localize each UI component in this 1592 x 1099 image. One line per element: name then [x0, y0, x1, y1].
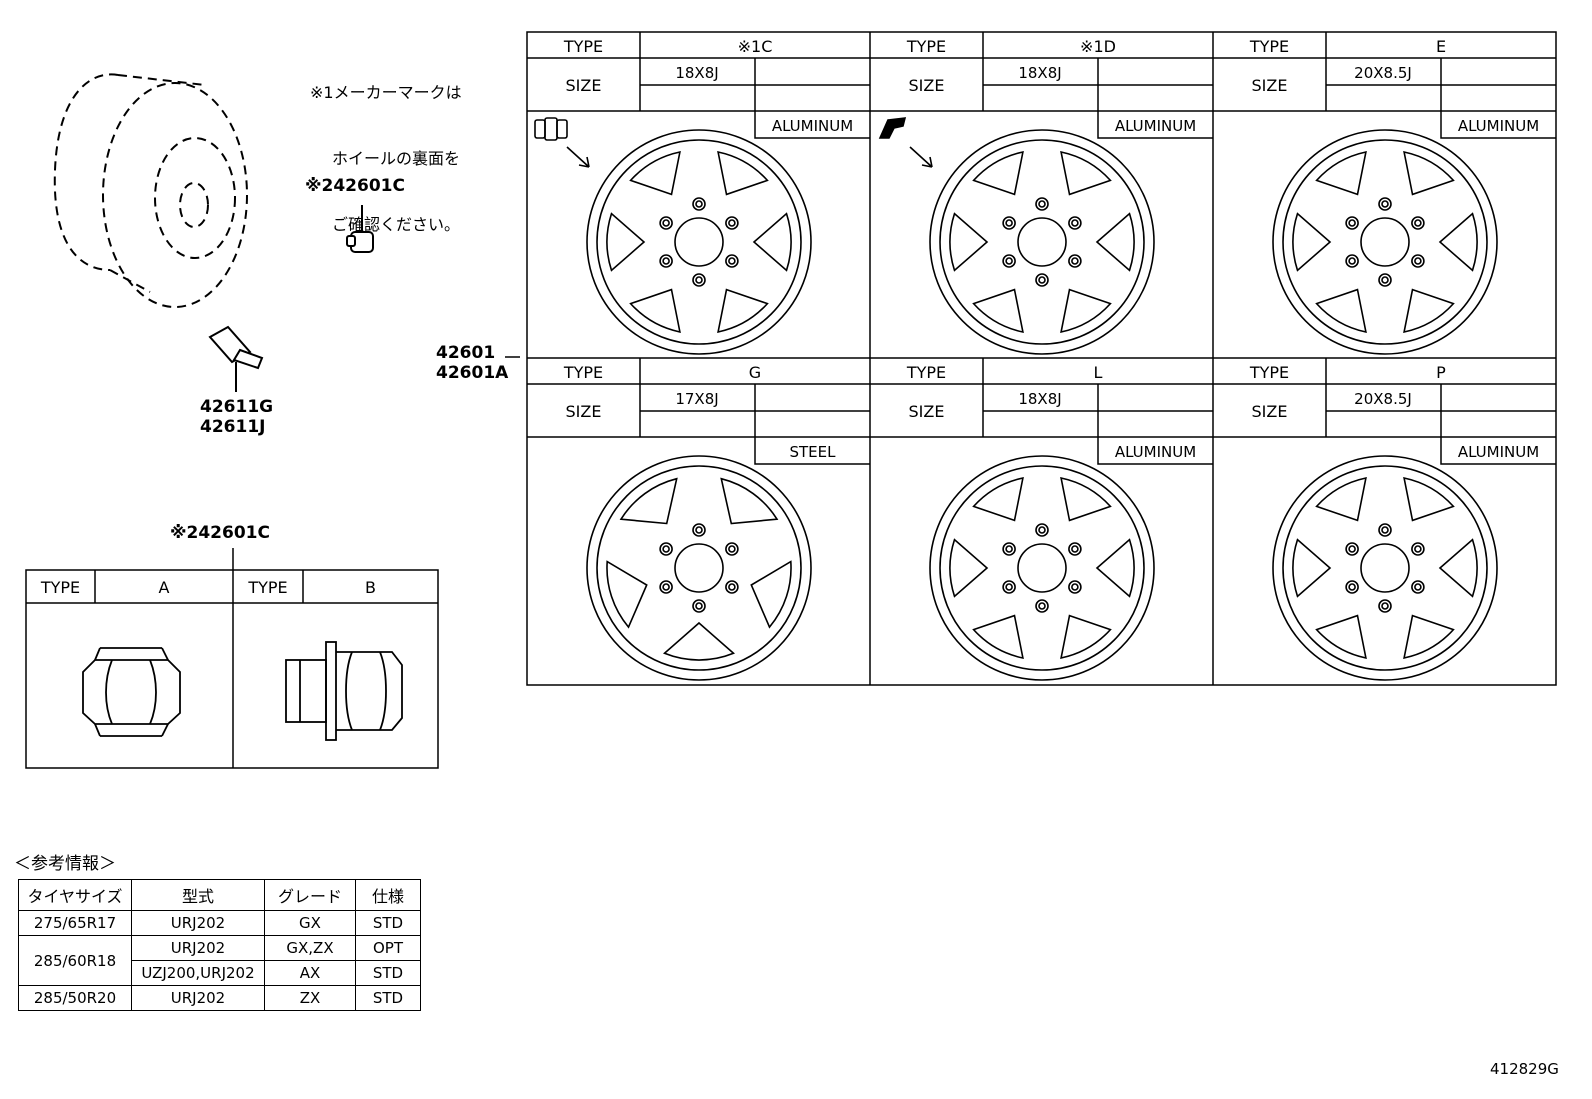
nut-type-label-b: TYPE	[248, 578, 288, 597]
nut-section-title: ※242601C	[170, 523, 270, 543]
material-value: ALUMINUM	[772, 117, 853, 135]
note-line: ※1メーカーマークは	[310, 83, 462, 102]
type-value: L	[1094, 363, 1103, 382]
wheel-table: TYPE ※1C SIZE 18X8J ALUMINUM TYPE ※1D SIZE 18X8J…	[526, 31, 1557, 686]
model-cell: URJ202	[131, 910, 265, 936]
size-label: SIZE	[1252, 402, 1288, 421]
size-label: SIZE	[909, 402, 945, 421]
nut-type-value-a: A	[158, 578, 170, 597]
lug-nut-icon	[346, 205, 374, 253]
spec-cell: OPT	[355, 935, 421, 961]
header-model: 型式	[131, 879, 265, 911]
spec-cell: STD	[355, 910, 421, 936]
type-value: G	[749, 363, 761, 382]
grade-cell: GX	[264, 910, 356, 936]
material-value: STEEL	[790, 443, 837, 461]
grade-cell: GX,ZX	[264, 935, 356, 961]
model-cell: UZJ200,URJ202	[131, 960, 265, 986]
size-value: 17X8J	[675, 390, 718, 408]
type-value: P	[1436, 363, 1446, 382]
note-line: ご確認ください。	[332, 215, 461, 234]
type-label: TYPE	[563, 37, 603, 56]
maker-mark-1d-icon	[878, 117, 907, 139]
wheel-icon	[1272, 129, 1498, 355]
nut-type-label-a: TYPE	[40, 578, 81, 597]
tire-size-cell: 275/65R17	[18, 910, 132, 936]
size-value: 18X8J	[1018, 64, 1061, 82]
table-row: UZJ200,URJ202 AX STD	[19, 960, 421, 986]
size-label: SIZE	[909, 76, 945, 95]
size-value: 20X8.5J	[1354, 390, 1412, 408]
type-value: E	[1436, 37, 1446, 56]
part-number-valve-1: 42611G	[200, 397, 274, 417]
reference-table: タイヤサイズ 型式 グレード 仕様 275/65R17 URJ202 GX ST…	[18, 879, 421, 1011]
type-value: ※1C	[738, 37, 773, 56]
nut-type-table	[25, 548, 439, 769]
grade-cell: AX	[264, 960, 356, 986]
type-label: TYPE	[563, 363, 603, 382]
wheel-icon	[909, 129, 1155, 355]
tire-size-cell: 285/60R18	[18, 935, 132, 986]
part-number-nut: ※242601C	[305, 176, 405, 196]
tire-size-cell: 285/50R20	[18, 985, 132, 1011]
diagram-id: 412829G	[1490, 1060, 1559, 1078]
size-label: SIZE	[1252, 76, 1288, 95]
wheel-icon	[566, 129, 812, 355]
size-label: SIZE	[566, 76, 602, 95]
wheel-icon	[929, 455, 1155, 681]
material-box-line	[1440, 111, 1556, 139]
maker-mark-note: ※1メーカーマークは ホイールの裏面を ご確認ください。	[310, 38, 462, 258]
table-row: 275/65R17 URJ202 GX STD	[18, 910, 421, 936]
size-value: 18X8J	[675, 64, 718, 82]
table-row: 285/50R20 URJ202 ZX STD	[18, 985, 421, 1011]
type-label: TYPE	[906, 37, 946, 56]
left-drawing	[25, 73, 520, 769]
valve-icon	[208, 325, 264, 392]
reference-title: ＜参考情報＞	[14, 854, 116, 874]
material-box-line	[1097, 111, 1213, 139]
nut-type-b-icon	[285, 641, 403, 741]
material-box-line	[1440, 437, 1556, 465]
spec-cell: STD	[355, 985, 421, 1011]
material-value: ALUMINUM	[1458, 117, 1539, 135]
type-label: TYPE	[1249, 37, 1289, 56]
part-number-wheel-2: 42601A	[436, 363, 509, 383]
grade-cell: ZX	[264, 985, 356, 1011]
nut-type-value-b: B	[365, 578, 376, 597]
wheel-icon	[1272, 455, 1498, 681]
part-number-valve-2: 42611J	[200, 417, 266, 437]
reference-header-row: タイヤサイズ 型式 グレード 仕様	[18, 879, 421, 911]
spec-cell: STD	[355, 960, 421, 986]
part-number-wheel-1: 42601	[436, 343, 496, 363]
model-cell: URJ202	[131, 935, 265, 961]
type-value: ※1D	[1080, 37, 1116, 56]
header-grade: グレード	[264, 879, 356, 911]
header-tire-size: タイヤサイズ	[18, 879, 132, 911]
size-value: 20X8.5J	[1354, 64, 1412, 82]
nut-type-a-icon	[82, 647, 181, 737]
material-value: ALUMINUM	[1115, 117, 1196, 135]
material-value: ALUMINUM	[1458, 443, 1539, 461]
material-box-line	[754, 111, 870, 139]
material-box-line	[754, 437, 870, 465]
wheel-icon	[586, 455, 812, 681]
size-value: 18X8J	[1018, 390, 1061, 408]
model-cell: URJ202	[131, 985, 265, 1011]
type-label: TYPE	[906, 363, 946, 382]
header-spec: 仕様	[355, 879, 421, 911]
tire-icon	[53, 73, 248, 308]
size-label: SIZE	[566, 402, 602, 421]
maker-mark-1c-icon	[534, 117, 568, 141]
type-label: TYPE	[1249, 363, 1289, 382]
material-value: ALUMINUM	[1115, 443, 1196, 461]
note-line: ホイールの裏面を	[332, 149, 461, 168]
table-row: 285/60R18 URJ202 GX,ZX OPT	[18, 935, 421, 986]
material-box-line	[1097, 437, 1213, 465]
